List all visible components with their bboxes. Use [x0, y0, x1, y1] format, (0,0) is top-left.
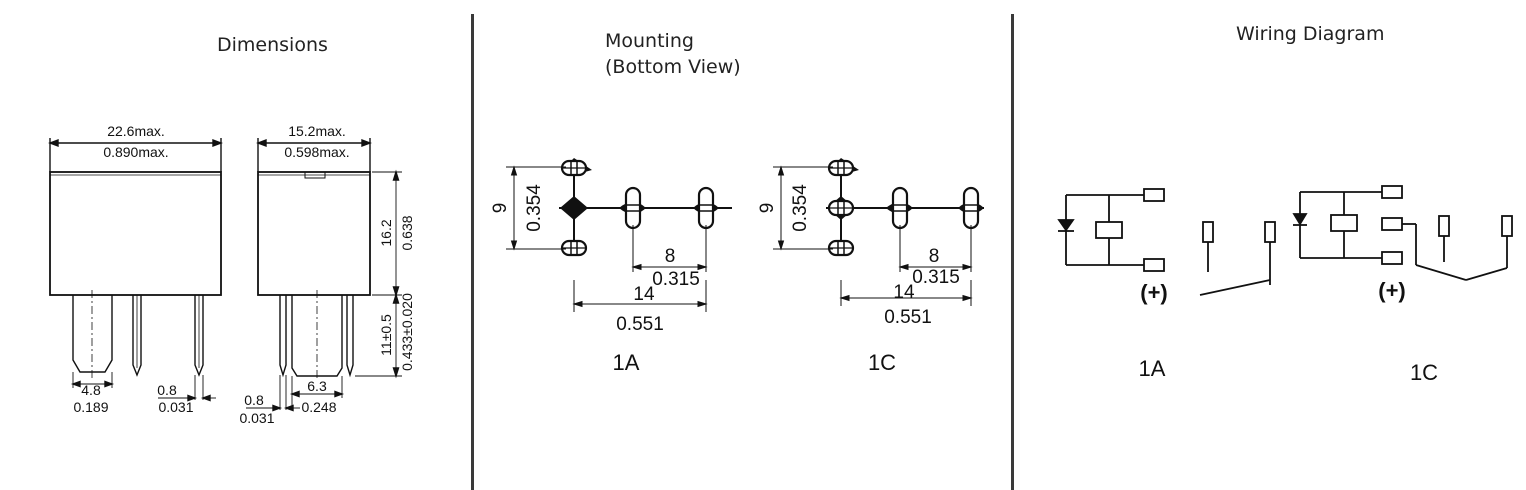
mounting-title-line2: (Bottom View) — [605, 56, 741, 78]
coil-1a — [1095, 221, 1123, 239]
mount-1a-v-mm: 9 — [490, 203, 511, 214]
wiring-diagram-1a — [1057, 188, 1276, 296]
terminal-1c-switch-right — [1501, 215, 1513, 237]
mount-1c-label: 1C — [868, 350, 896, 375]
mounting-panel: Mounting (Bottom View) — [474, 0, 1010, 490]
diode-1c — [1292, 213, 1308, 226]
terminal-1c-mid — [1381, 217, 1403, 231]
mount-1c-h2-in: 0.551 — [884, 307, 932, 328]
front-pin-width-in: 0.189 — [73, 399, 108, 415]
side-pin-width-mm: 6.3 — [307, 378, 327, 394]
side-view — [246, 138, 402, 412]
panel-divider-right — [1011, 14, 1014, 490]
dimensions-panel: Dimensions — [0, 0, 470, 490]
relay-body-side — [257, 171, 371, 296]
side-pin-thick-in: 0.031 — [239, 410, 274, 426]
side-height-mm: 16.2 — [378, 219, 394, 246]
front-pin-thick-in: 0.031 — [158, 399, 193, 415]
wiring-diagram-1c — [1292, 185, 1513, 281]
thin-pin-front-b — [194, 295, 204, 377]
panel-divider-left — [471, 14, 474, 490]
switch-contact-1c — [1415, 264, 1467, 281]
side-width-in: 0.598max. — [284, 144, 349, 160]
mount-1a-h2-in: 0.551 — [616, 314, 664, 335]
thin-pin-side-a — [279, 295, 287, 378]
mount-1c-h2-mm: 14 — [893, 282, 915, 303]
front-pin-thick-mm: 0.8 — [157, 382, 177, 398]
mount-1a-v-in: 0.354 — [524, 184, 545, 232]
thin-pin-front-a — [132, 295, 142, 377]
relay-body-front — [49, 171, 222, 296]
mount-1c-v-mm: 9 — [757, 203, 778, 214]
wiring-drawing: (+) 1A (+) 1C — [1057, 185, 1513, 385]
mounting-title-line1: Mounting — [605, 30, 694, 52]
side-pin-length-mm: 11±0.5 — [378, 314, 394, 356]
dimensions-title: Dimensions — [217, 34, 328, 56]
front-pin-width-mm: 4.8 — [81, 382, 101, 398]
front-width-mm: 22.6max. — [107, 123, 165, 139]
side-pin-length-in: 0.433±0.020 — [399, 293, 415, 371]
wide-pin-front — [72, 295, 113, 373]
terminal-1a-switch-left — [1202, 221, 1214, 243]
switch-contact-1a — [1199, 279, 1271, 296]
mount-1a-h1-in: 0.315 — [652, 269, 700, 290]
mount-1c-h1-in: 0.315 — [912, 267, 960, 288]
mount-1a-label: 1A — [613, 350, 640, 375]
wiring-1c-polarity: (+) — [1378, 278, 1406, 303]
wiring-1a-label: 1A — [1139, 356, 1166, 381]
wiring-1c-label: 1C — [1410, 360, 1438, 385]
terminal-1a-bottom — [1143, 258, 1165, 272]
mounting-layout-1a: 9 0.354 8 0.315 14 0.551 1A — [490, 158, 732, 375]
wiring-title: Wiring Diagram — [1236, 23, 1385, 45]
dimensions-drawing: 22.6max. 0.890max. 4.8 0.189 0.8 0.031 1… — [48, 123, 415, 426]
side-height-in: 0.638 — [399, 215, 415, 250]
side-width-mm: 15.2max. — [288, 123, 346, 139]
wiring-1a-polarity: (+) — [1140, 280, 1168, 305]
mount-1a-h2-mm: 14 — [633, 284, 655, 305]
terminal-1c-switch-left — [1438, 215, 1450, 237]
side-pin-width-in: 0.248 — [301, 399, 336, 415]
front-width-in: 0.890max. — [103, 144, 168, 160]
terminal-1a-top — [1143, 188, 1165, 202]
front-view — [48, 138, 223, 402]
side-pin-thick-mm: 0.8 — [244, 392, 264, 408]
terminal-1c-top — [1381, 185, 1403, 199]
mount-1c-h1-mm: 8 — [929, 246, 940, 267]
diode-1a — [1057, 219, 1075, 232]
wiring-panel: Wiring Diagram (+) 1A — [1014, 0, 1526, 490]
terminal-1c-bottom — [1381, 251, 1403, 265]
terminal-1a-switch-right — [1264, 221, 1276, 243]
coil-1c — [1330, 214, 1358, 232]
mounting-layout-1c: 9 0.354 8 0.315 14 0.551 1C — [757, 158, 984, 375]
mounting-drawing: 9 0.354 8 0.315 14 0.551 1A — [490, 158, 984, 375]
mount-1c-v-in: 0.354 — [790, 184, 811, 232]
thin-pin-side-b — [346, 295, 354, 378]
mount-1a-h1-mm: 8 — [665, 246, 676, 267]
